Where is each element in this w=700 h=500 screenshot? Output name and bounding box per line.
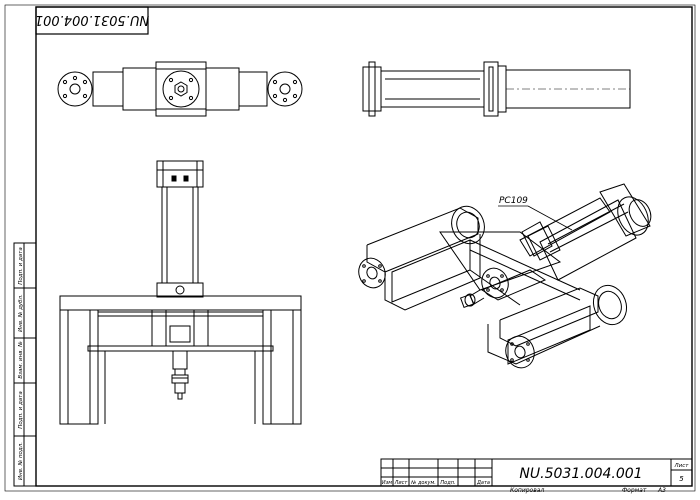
format-label: Формат bbox=[622, 487, 647, 494]
side-label-1: Подп. и дата bbox=[18, 247, 24, 285]
tb-header-doc: № докум. bbox=[410, 480, 436, 486]
front-view bbox=[59, 160, 302, 425]
top-view bbox=[57, 61, 303, 117]
side-view bbox=[362, 61, 631, 117]
side-label-4: Подп. и дата bbox=[18, 391, 24, 429]
inner-frame bbox=[35, 6, 693, 487]
side-label-5: Инв. № подл. bbox=[18, 442, 24, 480]
callout-label: PC109 bbox=[499, 196, 528, 206]
side-strip bbox=[13, 242, 37, 487]
tb-header-sign: Подп. bbox=[440, 480, 455, 486]
side-strip-labels: Подп. и дата Инв. № дубл. Взам. инв. № П… bbox=[18, 247, 24, 480]
title-block-text: Изм Лист № докум. Подп. Дата NU.5031.004… bbox=[382, 463, 689, 494]
title-block bbox=[380, 458, 693, 487]
isometric-view bbox=[358, 183, 652, 369]
copied-label: Копировал bbox=[510, 487, 544, 494]
sheet-number: 5 bbox=[679, 475, 684, 483]
sheet-label: Лист bbox=[674, 463, 690, 469]
mirrored-stamp-box bbox=[35, 6, 149, 35]
side-label-2: Инв. № дубл. bbox=[18, 294, 24, 332]
tb-header-izm: Изм bbox=[382, 480, 392, 486]
tb-header-date: Дата bbox=[476, 480, 490, 486]
outer-frame bbox=[4, 4, 696, 492]
tb-header-list: Лист bbox=[394, 480, 409, 486]
side-label-3: Взам. инв. № bbox=[18, 341, 24, 379]
mirrored-drawing-number: NU.5031.004.001 bbox=[35, 12, 149, 27]
format-value: A3 bbox=[657, 487, 666, 494]
drawing-number: NU.5031.004.001 bbox=[519, 466, 642, 482]
